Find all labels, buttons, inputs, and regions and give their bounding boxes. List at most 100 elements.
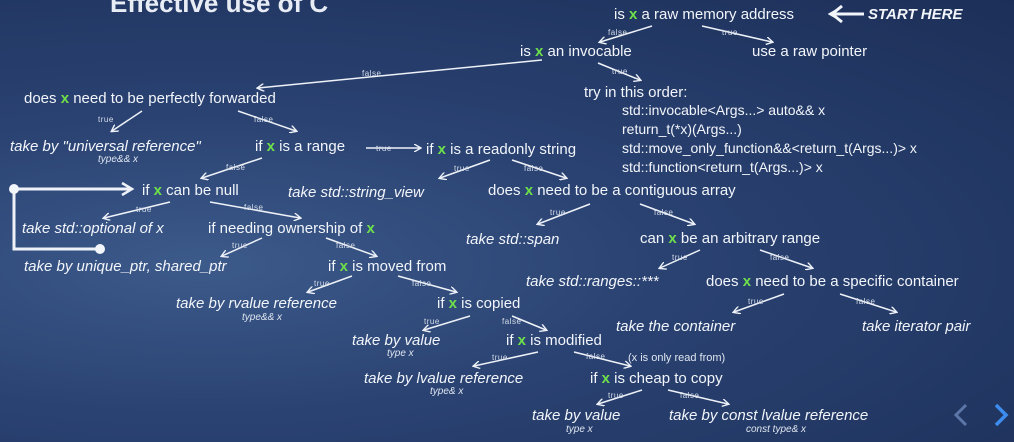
edge-label-true: true: [612, 67, 628, 76]
chevron-right-icon[interactable]: [990, 402, 1014, 428]
node-readonly-string: if x is a readonly string: [426, 141, 577, 158]
edge-label-false: false: [226, 163, 246, 172]
node-is-modified: if x is modified: [506, 332, 602, 349]
try-list: std::invocable<Args...> auto&& x return_…: [622, 101, 917, 177]
edge-cheap-true: [598, 389, 643, 404]
edge-range-false: [202, 157, 263, 178]
edge-label-true: true: [424, 317, 440, 326]
edge-cheap-false: [667, 389, 728, 404]
node-const-lvalue-reference-sub: const type& x: [746, 424, 807, 435]
edge-label-true: true: [136, 205, 152, 214]
edge-copied-false: [511, 315, 546, 330]
start-here-label: START HERE: [868, 6, 963, 23]
node-optional: take std::optional of x: [22, 220, 164, 237]
edge-label-true: true: [314, 279, 330, 288]
node-iterator-pair: take iterator pair: [862, 318, 971, 335]
node-take-container: take the container: [616, 318, 736, 335]
edge-null-false: [209, 201, 300, 218]
node-raw-address: is x a raw memory address: [614, 6, 795, 23]
edge-arb-false: [759, 249, 812, 268]
edge-rostr-true: [440, 159, 491, 178]
edge-own-false: [325, 237, 376, 256]
edge-spec-false: [839, 293, 896, 312]
node-cheap-to-copy: if x is cheap to copy: [590, 370, 723, 387]
edge-label-true: true: [376, 144, 392, 153]
chevron-left-icon[interactable]: [950, 402, 972, 428]
loop-back-edge: [12, 181, 135, 251]
try-item: std::function<return_t(Args...)> x: [622, 159, 823, 175]
try-item: return_t(*x)(Args...): [622, 121, 742, 137]
edge-label-false: false: [502, 317, 522, 326]
node-string-view: take std::string_view: [288, 184, 424, 201]
edge-label-true: true: [454, 164, 470, 173]
edge-contig-true: [538, 203, 591, 224]
slide-title: Effective use of C: [110, 0, 329, 18]
edge-mod-false: [573, 351, 630, 366]
edge-label-false: false: [586, 352, 606, 361]
edge-mod-true: [474, 351, 539, 366]
node-universal-reference-sub: type&& x: [98, 154, 139, 165]
edge-label-true: true: [672, 253, 688, 262]
edge-label-false: false: [336, 241, 356, 250]
edge-label-false: false: [608, 28, 628, 37]
node-is-copied: if x is copied: [437, 295, 521, 312]
edge-null-true: [104, 201, 171, 218]
edge-label-true: true: [550, 208, 566, 217]
node-ownership: if needing ownership of x: [208, 220, 375, 237]
node-take-by-value-sub: type x: [387, 348, 414, 359]
edge-fwd-false: [237, 110, 296, 131]
edge-label-true: true: [722, 28, 738, 37]
try-item: std::invocable<Args...> auto&& x: [622, 102, 826, 118]
edge-label-false: false: [362, 69, 382, 78]
node-contiguous-array: does x need to be a contiguous array: [488, 182, 736, 199]
edge-label-true: true: [232, 241, 248, 250]
loop-dot-bottom: [95, 244, 105, 254]
edge-own-true: [222, 237, 263, 256]
node-take-by-value-2: take by value: [532, 407, 621, 424]
edge-label-false: false: [856, 297, 876, 306]
edge-label-false: false: [770, 253, 790, 262]
node-take-by-value-2-sub: type x: [566, 424, 593, 435]
edge-moved-true: [308, 275, 353, 292]
node-span: take std::span: [466, 231, 560, 248]
node-rvalue-reference: take by rvalue reference: [176, 295, 337, 312]
edge-rostr-false: [511, 159, 566, 178]
edge-label-true: true: [608, 391, 624, 400]
node-lvalue-reference-sub: type& x: [430, 386, 464, 397]
edge-arb-true: [660, 249, 701, 268]
edge-label-true: true: [98, 115, 114, 124]
node-try-order: try in this order:: [584, 84, 688, 101]
node-take-by-value: take by value: [352, 332, 441, 349]
node-moved-from: if x is moved from: [328, 258, 447, 275]
node-invocable: is x an invocable: [520, 43, 632, 60]
node-const-lvalue-reference: take by const lvalue reference: [669, 407, 869, 424]
edge-label-true: true: [492, 353, 508, 362]
edge-copied-true: [424, 315, 471, 330]
node-ranges: take std::ranges::***: [526, 273, 659, 290]
edge-label-false: false: [244, 203, 264, 212]
node-can-be-null: if x can be null: [142, 182, 239, 199]
node-specific-container: does x need to be a specific container: [706, 273, 959, 290]
loop-dot-top: [9, 184, 19, 194]
edge-label-false: false: [524, 164, 544, 173]
edge-spec-true: [734, 293, 785, 312]
node-only-read-note: (x is only read from): [628, 352, 726, 364]
edge-label-false: false: [654, 208, 674, 217]
node-perfectly-forwarded: does x need to be perfectly forwarded: [24, 90, 276, 107]
node-is-range: if x is a range: [255, 138, 346, 155]
edge-contig-false: [639, 203, 694, 224]
edge-label-false: false: [254, 115, 274, 124]
node-universal-reference: take by "universal reference": [10, 138, 201, 155]
node-unique-ptr: take by unique_ptr, shared_ptr: [24, 258, 227, 275]
node-raw-pointer: use a raw pointer: [752, 43, 868, 60]
node-lvalue-reference: take by lvalue reference: [364, 370, 524, 387]
edge-raw-false: [600, 25, 653, 42]
edge-invoc-true: [597, 62, 640, 80]
try-item: std::move_only_function&&<return_t(Args.…: [622, 140, 917, 156]
edge-label-false: false: [680, 391, 700, 400]
edge-moved-false: [397, 275, 456, 292]
edge-label-false: false: [412, 279, 432, 288]
edge-fwd-true: [112, 110, 143, 131]
